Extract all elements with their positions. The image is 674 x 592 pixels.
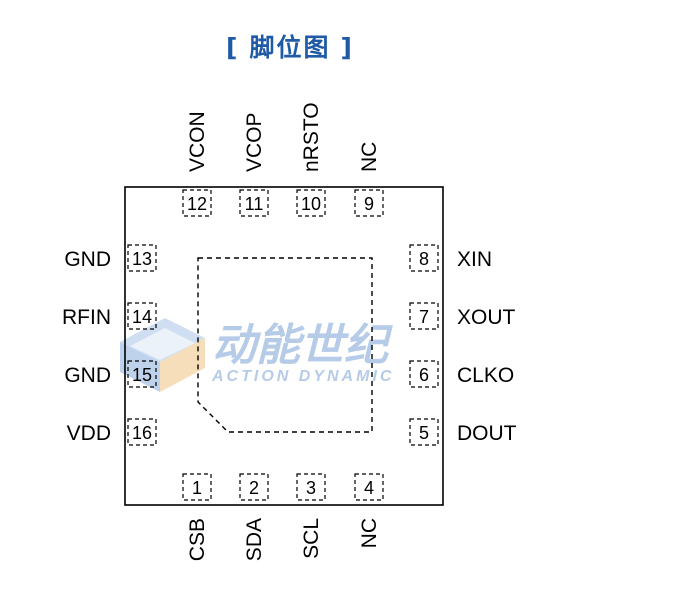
cube-icon xyxy=(120,318,205,392)
pin-9: 9 NC xyxy=(354,142,384,217)
pin-number: 6 xyxy=(419,365,429,385)
pin-4: 4 NC xyxy=(354,473,384,548)
pin-number: 5 xyxy=(419,423,429,443)
pin-label: RFIN xyxy=(62,306,111,329)
pin-pad xyxy=(409,244,439,272)
pin-pad xyxy=(409,302,439,330)
exposed-pad xyxy=(197,257,373,433)
pin-label: SDA xyxy=(243,518,266,561)
pin-15: 15 GND xyxy=(64,360,157,388)
pin-label: VCOP xyxy=(243,112,266,172)
pin-pad xyxy=(409,360,439,388)
watermark-logo: 动能世纪 ACTION DYNAMIC xyxy=(120,318,394,392)
title-text: 脚位图 xyxy=(249,33,331,62)
pin-pad xyxy=(182,189,212,217)
pin-number: 16 xyxy=(132,423,152,443)
pin-number: 4 xyxy=(364,478,374,498)
pin-10: 10 nRSTO xyxy=(296,102,326,217)
pin-label: SCL xyxy=(300,518,323,559)
pin-6: 6 CLKO xyxy=(409,360,514,388)
pin-number: 10 xyxy=(301,194,321,214)
pin-label: VCON xyxy=(186,111,209,172)
pin-8: 8 XIN xyxy=(409,244,492,272)
pin-pad xyxy=(182,473,212,501)
pin-pad xyxy=(354,473,384,501)
page-title: [ 脚位图] xyxy=(0,28,580,64)
pin-14: 14 RFIN xyxy=(62,302,157,330)
title-bracket-open: [ xyxy=(226,33,240,62)
pin-pad xyxy=(127,360,157,388)
pin-number: 9 xyxy=(364,194,374,214)
pin-11: 11 VCOP xyxy=(239,112,269,217)
pin-16: 16 VDD xyxy=(67,418,157,446)
pin-label: XIN xyxy=(457,248,492,271)
pin-label: DOUT xyxy=(457,422,517,445)
pin-number: 15 xyxy=(132,365,152,385)
pin-number: 3 xyxy=(306,478,316,498)
pin-12: 12 VCON xyxy=(182,111,212,217)
pin-number: 12 xyxy=(187,194,207,214)
watermark-cn: 动能世纪 xyxy=(212,321,393,370)
pin-pad xyxy=(239,189,269,217)
pin-pad xyxy=(239,473,269,501)
pin-5: 5 DOUT xyxy=(409,418,517,446)
pin-label: NC xyxy=(358,518,381,548)
pin-label: GND xyxy=(64,248,111,271)
pin-label: CLKO xyxy=(457,364,514,387)
pin-number: 7 xyxy=(419,307,429,327)
pin-pad xyxy=(354,189,384,217)
pin-pad xyxy=(296,189,326,217)
pin-label: VDD xyxy=(67,422,111,445)
pin-2: 2 SDA xyxy=(239,473,269,561)
pin-label: NC xyxy=(358,142,381,172)
pin-number: 2 xyxy=(249,478,259,498)
pin-number: 14 xyxy=(132,307,152,327)
pin-number: 1 xyxy=(192,478,202,498)
pin-pad xyxy=(127,244,157,272)
pin-label: CSB xyxy=(186,518,209,561)
pin-label: XOUT xyxy=(457,306,516,329)
pin-13: 13 GND xyxy=(64,244,157,272)
pin-number: 8 xyxy=(419,249,429,269)
pin-1: 1 CSB xyxy=(182,473,212,561)
pin-pad xyxy=(296,473,326,501)
pin-pad xyxy=(127,302,157,330)
pin-number: 13 xyxy=(132,249,152,269)
pin-number: 11 xyxy=(245,194,264,214)
title-bracket-close: ] xyxy=(340,33,354,62)
watermark-en: ACTION DYNAMIC xyxy=(211,368,394,385)
pin-label: nRSTO xyxy=(300,102,323,172)
pin-label: GND xyxy=(64,364,111,387)
package-outline xyxy=(124,186,444,506)
pin-7: 7 XOUT xyxy=(409,302,516,330)
pin-3: 3 SCL xyxy=(296,473,326,559)
pin-pad xyxy=(409,418,439,446)
pin-pad xyxy=(127,418,157,446)
